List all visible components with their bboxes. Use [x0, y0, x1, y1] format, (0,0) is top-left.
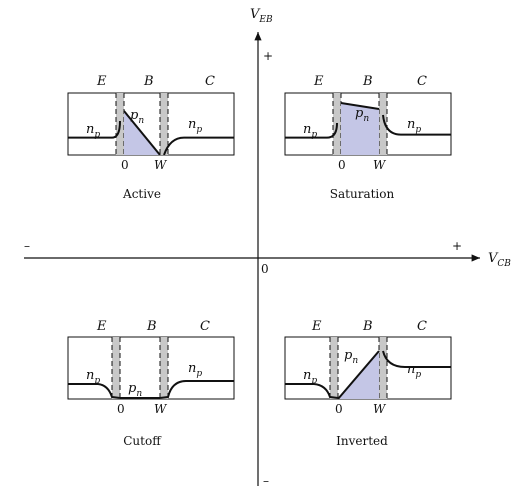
emitter-label: E — [313, 74, 324, 89]
base-label: B — [362, 319, 373, 334]
collector-label: C — [417, 319, 427, 334]
collector-np-label: np — [407, 117, 421, 135]
emitter-depletion-region — [112, 337, 120, 399]
base-carrier-fill — [341, 103, 379, 155]
tick-zero: 0 — [338, 158, 346, 172]
base-carrier-profile — [337, 350, 380, 400]
base-pn-label: pn — [344, 348, 358, 366]
emitter-carrier-profile — [68, 120, 121, 139]
cutoff-panel: E B Cnp pn np 0 W Cutoff — [67, 319, 235, 448]
emitter-carrier-profile — [285, 383, 339, 399]
collector-label: C — [200, 319, 210, 334]
emitter-label: E — [311, 319, 322, 334]
collector-depletion-region — [160, 337, 168, 399]
collector-carrier-profile — [163, 136, 234, 156]
emitter-label: E — [96, 74, 107, 89]
y-minus-sign: – — [263, 474, 269, 488]
base-label: B — [143, 74, 154, 89]
emitter-np-label: np — [86, 122, 100, 140]
x-minus-sign: – — [24, 239, 30, 253]
emitter-carrier-profile — [285, 122, 338, 139]
base-label: B — [362, 74, 373, 89]
emitter-depletion-region — [330, 337, 338, 399]
collector-depletion-region — [379, 93, 387, 155]
y-plus-sign: + — [263, 49, 273, 63]
tick-w: W — [373, 402, 387, 416]
emitter-label: E — [96, 319, 107, 334]
inverted-panel: E B Cnp pn np 0 W Inverted — [284, 319, 452, 448]
emitter-carrier-profile — [68, 383, 121, 399]
emitter-np-label: np — [303, 368, 317, 386]
tick-zero: 0 — [121, 158, 129, 172]
cutoff-caption: Cutoff — [123, 434, 162, 448]
tick-zero: 0 — [335, 402, 343, 416]
base-carrier-profile — [123, 110, 161, 156]
active-panel: E B Cnp pn np 0 W Active — [67, 74, 235, 201]
active-caption: Active — [122, 187, 161, 201]
emitter-np-label: np — [303, 122, 317, 140]
collector-np-label: np — [188, 361, 202, 379]
base-label: B — [146, 319, 157, 334]
collector-np-label: np — [407, 362, 421, 380]
inverted-caption: Inverted — [336, 434, 388, 448]
collector-depletion-region — [379, 337, 387, 399]
tick-w: W — [154, 158, 168, 172]
tick-w: W — [373, 158, 387, 172]
collector-label: C — [417, 74, 427, 89]
collector-carrier-profile — [159, 380, 234, 399]
base-pn-label: pn — [130, 108, 144, 126]
tick-w: W — [154, 402, 168, 416]
base-pn-label: pn — [128, 381, 142, 399]
collector-np-label: np — [188, 117, 202, 135]
collector-label: C — [205, 74, 215, 89]
collector-carrier-profile — [382, 114, 451, 136]
veb-label: VEB — [250, 7, 273, 25]
saturation-panel: E B Cnp pn np 0 W Saturation — [284, 74, 452, 201]
base-carrier-profile — [340, 102, 380, 110]
tick-zero: 0 — [117, 402, 125, 416]
vcb-label: VCB — [488, 251, 511, 269]
saturation-caption: Saturation — [330, 187, 395, 201]
collector-depletion-region — [160, 93, 168, 155]
base-pn-label: pn — [355, 106, 369, 124]
origin-label: 0 — [261, 262, 269, 276]
emitter-np-label: np — [86, 368, 100, 386]
x-plus-sign: + — [452, 239, 462, 253]
collector-carrier-profile — [382, 350, 451, 368]
